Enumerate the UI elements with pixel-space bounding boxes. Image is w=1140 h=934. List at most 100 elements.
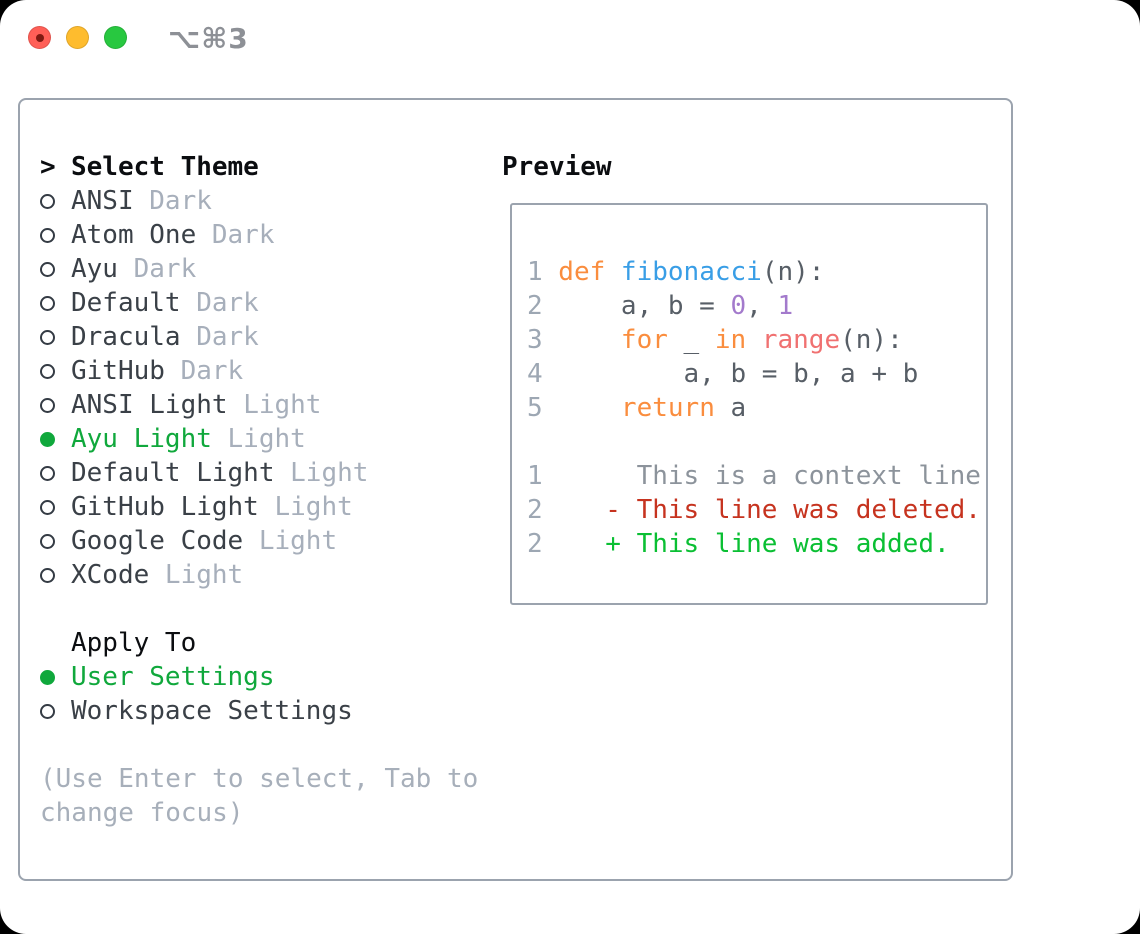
code-line: 2 + This line was added. <box>527 527 978 561</box>
code-line: 1 def fibonacci(n): <box>527 255 978 289</box>
code-token <box>558 393 621 423</box>
apply-to-header: Apply To <box>40 626 492 660</box>
close-button[interactable] <box>28 26 51 49</box>
theme-variant-label: Light <box>258 526 338 556</box>
code-token: This is a context line. <box>558 461 988 491</box>
theme-variant-label: Dark <box>180 356 244 386</box>
radio-icon <box>40 567 71 583</box>
radio-icon <box>40 329 71 345</box>
radio-icon <box>40 533 71 549</box>
code-token <box>558 325 621 355</box>
radio-icon <box>40 363 71 379</box>
theme-variant-label: Dark <box>196 288 259 318</box>
theme-variant-label: Dark <box>196 322 259 352</box>
code-token <box>746 325 762 355</box>
theme-variant-label: Light <box>290 458 369 488</box>
theme-variant-label: Dark <box>133 254 197 284</box>
radio-icon <box>40 499 71 515</box>
code-token: fibonacci <box>620 257 762 287</box>
code-token: a, b = b, a + b <box>558 359 919 389</box>
minimize-button[interactable] <box>66 26 89 49</box>
code-line <box>527 425 978 459</box>
code-token: def <box>558 257 606 287</box>
theme-variant-label: Dark <box>149 186 212 216</box>
theme-variant-label: Light <box>164 560 244 590</box>
line-number: 1 <box>527 461 543 491</box>
code-line: 4 a, b = b, a + b <box>527 357 978 391</box>
preview-title: Preview <box>502 152 612 182</box>
code-token: (n): <box>840 325 903 355</box>
theme-variant-label: Dark <box>211 220 275 250</box>
window-shortcut-title: ⌥⌘3 <box>168 22 249 55</box>
titlebar: ⌥⌘3 <box>0 0 1140 74</box>
code-token: _ <box>667 325 715 355</box>
focus-prompt-icon: > <box>40 152 56 182</box>
theme-variant-label: Light <box>274 492 353 522</box>
code-line: 1 This is a context line. <box>527 459 986 493</box>
code-line: 2 a, b = 0, 1 <box>527 289 978 323</box>
code-token: , <box>746 291 778 321</box>
apply-to-option[interactable]: Workspace Settings <box>40 694 492 728</box>
line-number: 5 <box>527 393 543 423</box>
help-text: (Use Enter to select, Tab to change focu… <box>40 764 479 828</box>
theme-picker-header: > Select Theme <box>40 150 492 184</box>
close-button-dot-icon <box>35 33 44 42</box>
code-token: (n): <box>761 257 825 287</box>
code-token: 0 <box>730 291 747 321</box>
code-token: return <box>620 393 715 423</box>
zoom-button[interactable] <box>104 26 127 49</box>
code-token: in <box>714 325 747 355</box>
code-token: + This line was added. <box>558 529 950 559</box>
line-number: 3 <box>527 325 543 355</box>
line-number: 1 <box>527 257 543 287</box>
theme-variant-label: Light <box>243 390 322 420</box>
code-token: a <box>714 393 747 423</box>
theme-variant-label: Light <box>227 424 306 454</box>
code-line: 5 return a <box>527 391 978 425</box>
radio-icon <box>40 669 71 685</box>
code-token <box>605 257 621 287</box>
spacer <box>40 592 492 626</box>
apply-to-options-list: User Settings Workspace Settings <box>40 660 492 728</box>
apply-to-option[interactable]: User Settings <box>40 660 492 694</box>
radio-icon <box>40 261 71 277</box>
radio-icon <box>40 397 71 413</box>
radio-icon <box>40 465 71 481</box>
code-token: 1 <box>777 291 794 321</box>
code-line: 2 - This line was deleted. <box>527 493 981 527</box>
line-number: 2 <box>527 495 543 525</box>
line-number: 2 <box>527 529 543 559</box>
spacer <box>40 728 492 762</box>
line-number: 4 <box>527 359 543 389</box>
apply-to-title: Apply To <box>71 628 197 658</box>
code-line: 3 for _ in range(n): <box>527 323 978 357</box>
radio-icon <box>40 193 71 209</box>
theme-picker-title: Select Theme <box>71 152 259 182</box>
radio-icon <box>40 703 71 719</box>
code-token: - This line was deleted. <box>558 495 981 525</box>
code-token: range <box>761 325 841 355</box>
radio-icon <box>40 431 71 447</box>
line-number: 2 <box>527 291 543 321</box>
radio-icon <box>40 295 71 311</box>
radio-icon <box>40 227 71 243</box>
code-token: a, b = <box>558 291 731 321</box>
